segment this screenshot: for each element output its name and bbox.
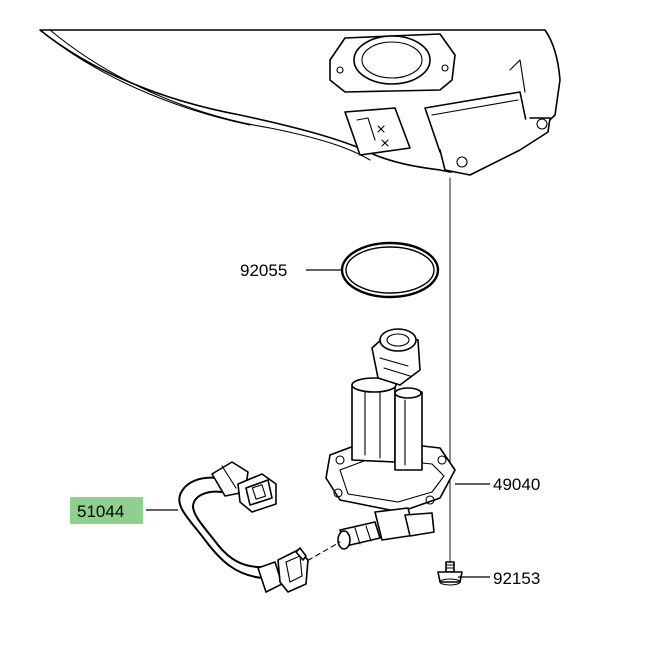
bolt-drawing — [437, 561, 463, 586]
part-number-92153: 92153 — [493, 569, 540, 588]
fuel-pump-drawing — [325, 328, 456, 550]
part-number-49040: 49040 — [493, 475, 540, 494]
o-ring-drawing — [340, 241, 440, 299]
part-number-51044: 51044 — [77, 502, 124, 521]
part-highlight-box — [70, 497, 143, 524]
fuel-tank-drawing — [39, 29, 561, 176]
fuel-hose-drawing — [178, 461, 341, 593]
part-number-92055: 92055 — [240, 261, 287, 280]
